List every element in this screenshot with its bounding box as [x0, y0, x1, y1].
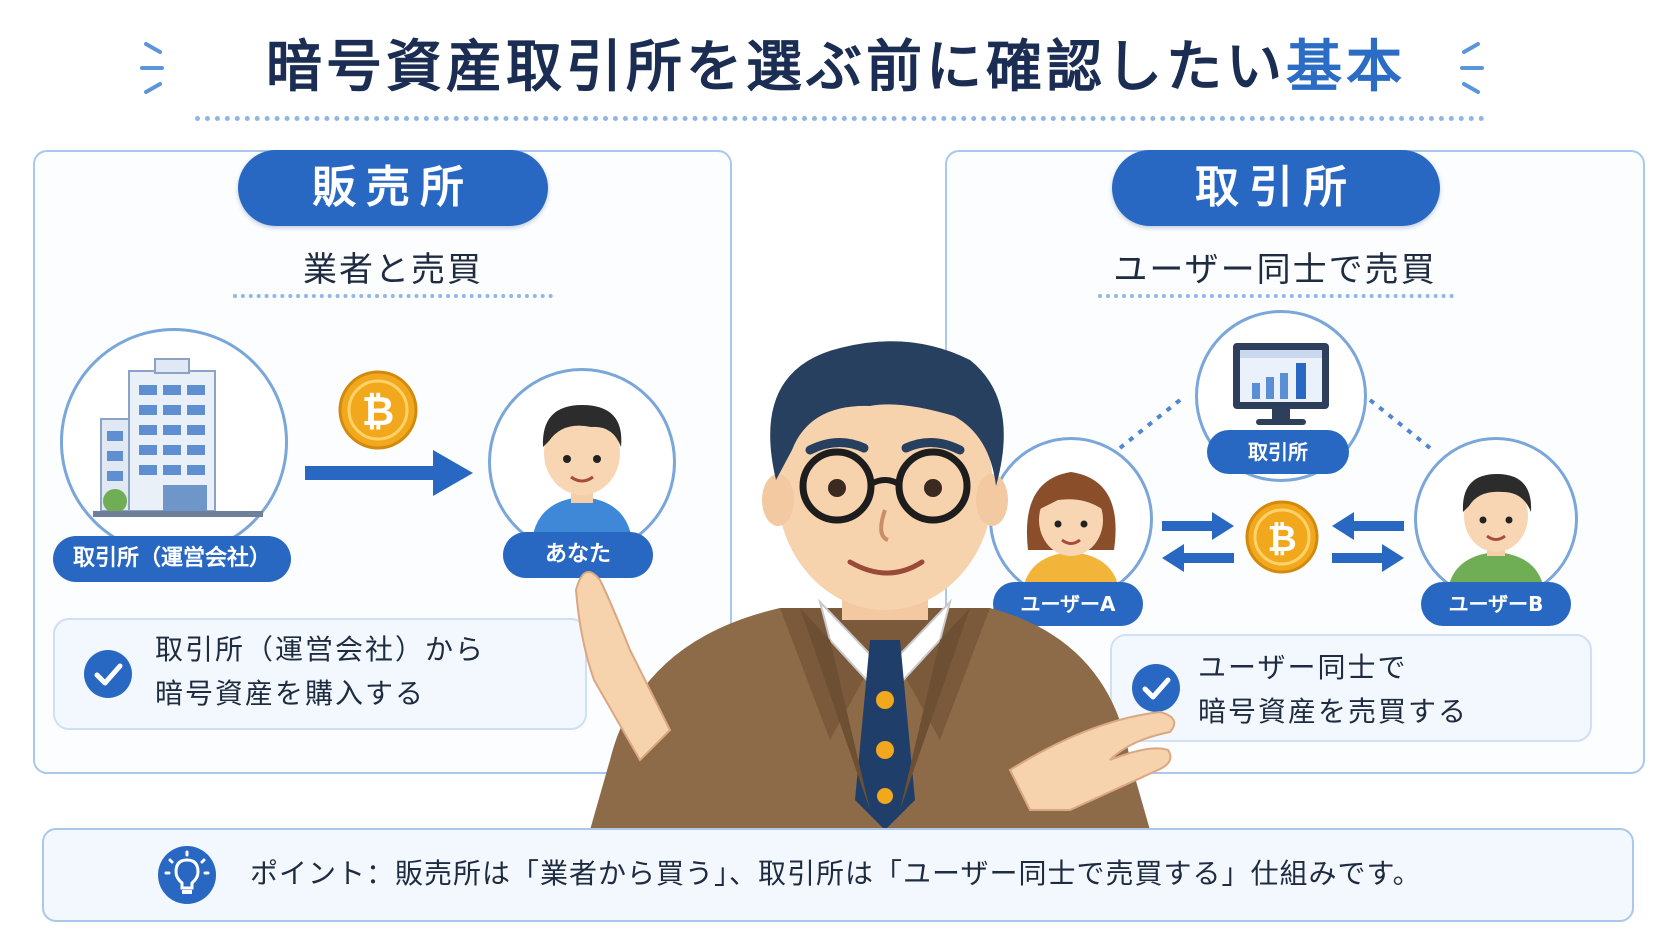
sparkle-left-icon	[140, 42, 164, 94]
swap-arrows-right-icon	[1332, 512, 1404, 572]
svg-text:₿: ₿	[1267, 519, 1296, 560]
svg-text:₿: ₿	[362, 389, 395, 435]
point-text: ポイント：販売所は「業者から買う」、取引所は「ユーザー同士で売買する」仕組みです…	[250, 857, 1422, 890]
exchange-note-line: 暗号資産を売買する	[1198, 695, 1469, 728]
monitor-chart-icon	[1233, 343, 1329, 425]
swap-arrows-left-icon	[1162, 512, 1234, 572]
bitcoin-coin-icon: ₿	[338, 370, 418, 450]
dealer-note	[53, 618, 587, 730]
check-icon	[1132, 664, 1180, 712]
exchange-note-line: ユーザー同士で	[1198, 651, 1408, 684]
platform-label: 取引所	[1207, 430, 1349, 474]
page-title: 暗号資産取引所を選ぶ前に確認したい基本	[0, 28, 1672, 108]
user-b-avatar-icon	[1447, 474, 1545, 598]
exchange-heading: 取引所	[1112, 150, 1440, 226]
lightbulb-icon	[158, 846, 216, 904]
exchange-note	[1110, 634, 1592, 742]
exchange-company-label: 取引所（運営会社）	[53, 536, 291, 582]
connector-lines	[1118, 398, 1432, 450]
check-icon	[84, 650, 132, 698]
page-title-main: 暗号資産取引所を選ぶ前に確認したい	[266, 35, 1286, 100]
exchange-note-text: ユーザー同士で 暗号資産を売買する	[1198, 646, 1468, 734]
sparkle-right-icon	[1460, 42, 1484, 94]
exchange-subtitle: ユーザー同士で売買	[1113, 250, 1437, 290]
exchange-subtitle-divider	[1098, 294, 1454, 298]
point-bar	[42, 828, 1634, 922]
arrow-right-icon	[305, 450, 473, 496]
dealer-subtitle: 業者と売買	[303, 250, 483, 290]
you-label: あなた	[503, 532, 653, 578]
user-b-circle	[1414, 437, 1578, 601]
dealer-note-text: 取引所（運営会社）から 暗号資産を購入する	[155, 628, 485, 716]
bitcoin-coin-icon: ₿	[1245, 500, 1319, 574]
title-divider	[195, 116, 1485, 121]
dealer-heading: 販売所	[238, 150, 548, 226]
presenter-illustration	[574, 341, 1176, 830]
user-b-label: ユーザーB	[1421, 582, 1571, 626]
dealer-subtitle-divider	[233, 294, 553, 298]
page-title-accent: 基本	[1286, 35, 1406, 100]
exchange-company-circle	[60, 328, 288, 556]
dealer-note-line: 暗号資産を購入する	[155, 677, 426, 710]
dealer-note-line: 取引所（運営会社）から	[155, 633, 486, 666]
office-building-icon	[93, 358, 263, 517]
